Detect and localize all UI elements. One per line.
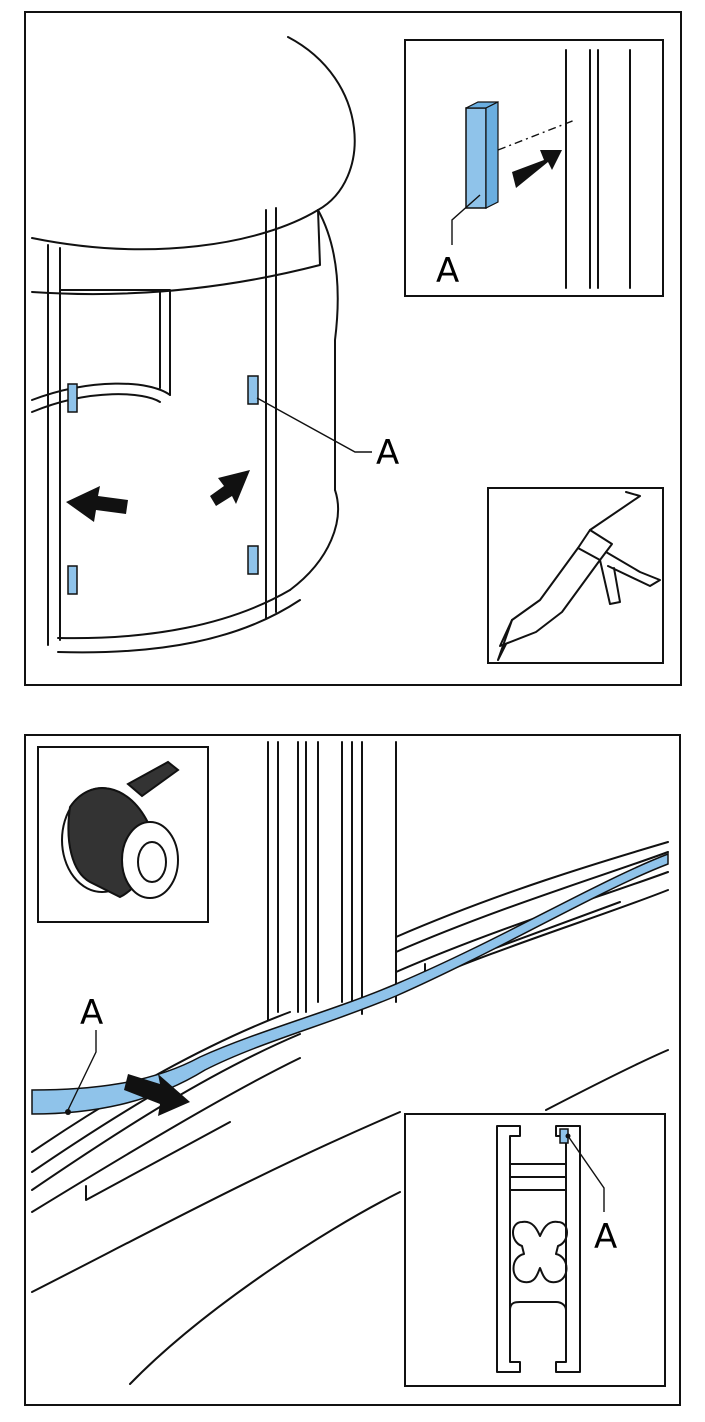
step-panel-seal-strip: A A bbox=[0, 712, 705, 1422]
inset-profile-section: A bbox=[404, 1113, 666, 1387]
magnet-block-front bbox=[465, 107, 487, 209]
track-left-1 bbox=[31, 1011, 291, 1153]
profile-bottom-chamber bbox=[509, 1301, 567, 1347]
magnetic-strip-left-bottom bbox=[67, 565, 78, 595]
inner-opening-top bbox=[59, 289, 171, 396]
track-step-left bbox=[85, 1121, 231, 1201]
caulking-gun-icon bbox=[497, 491, 661, 661]
shower-enclosure-diagram: A A bbox=[24, 11, 682, 686]
side-wall-edge bbox=[317, 209, 339, 491]
magnetic-strip-right-top bbox=[247, 375, 259, 405]
inner-curve-2 bbox=[31, 393, 161, 413]
step-panel-magnetic-strip: A A bbox=[0, 0, 705, 705]
floor-line-3 bbox=[545, 1049, 669, 1111]
door-profile-verticals bbox=[267, 741, 397, 1021]
magnetic-strip-left-top bbox=[67, 383, 78, 413]
roof-band bbox=[31, 209, 321, 296]
inset-seal-roll bbox=[37, 746, 209, 923]
track-upper-2 bbox=[395, 851, 669, 953]
leader-dot bbox=[65, 1109, 71, 1115]
label-a-inset: A bbox=[436, 251, 459, 291]
label-a-main: A bbox=[376, 433, 399, 473]
track-left-4 bbox=[31, 1057, 301, 1213]
profile-left-wall bbox=[496, 1125, 521, 1373]
seal-strip bbox=[31, 852, 669, 1115]
magnet-block-side bbox=[485, 101, 499, 209]
base-curve bbox=[289, 489, 339, 591]
magnetic-strip-right-bottom bbox=[247, 545, 259, 575]
profile-bone-shape bbox=[512, 1220, 568, 1284]
track-upper-1 bbox=[395, 841, 669, 938]
arrow-icon bbox=[66, 486, 128, 522]
arrow-icon bbox=[210, 470, 250, 506]
leader-line-a-strip bbox=[67, 1030, 97, 1111]
leader-line-a bbox=[256, 397, 372, 453]
floor-line-2 bbox=[129, 1191, 401, 1385]
inset-magnet-detail: A bbox=[404, 39, 664, 297]
base-lower-edge bbox=[57, 599, 301, 654]
label-a-strip: A bbox=[80, 993, 103, 1033]
label-a-profile: A bbox=[594, 1217, 617, 1257]
inner-curve bbox=[31, 382, 171, 401]
floor-seal-diagram: A A bbox=[24, 734, 681, 1406]
floor-line-1 bbox=[31, 1111, 401, 1293]
seal-tape-roll-icon bbox=[61, 760, 180, 899]
arrow-icon bbox=[512, 150, 562, 188]
arrow-icon bbox=[124, 1074, 190, 1116]
inset-caulking-gun bbox=[487, 487, 664, 664]
